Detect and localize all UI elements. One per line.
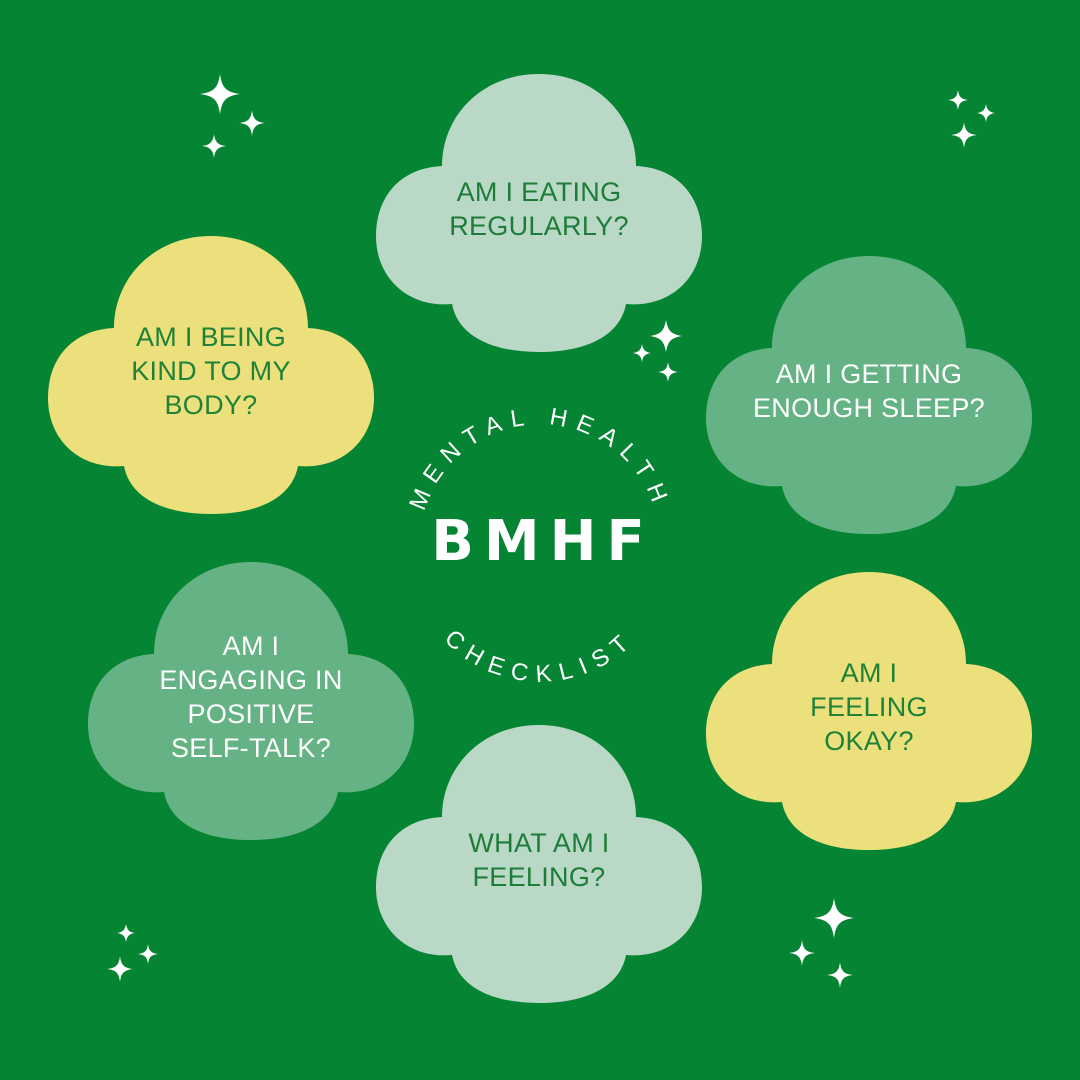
sparkle-icon xyxy=(650,320,682,352)
question-cloud-sleep: AM I GETTING ENOUGH SLEEP? xyxy=(704,246,1034,536)
sparkle-icon xyxy=(107,956,133,982)
sparkle-icon xyxy=(977,104,995,122)
question-text: WHAT AM I FEELING? xyxy=(468,828,610,892)
question-text: AM I ENGAGING IN POSITIVE SELF-TALK? xyxy=(159,631,343,763)
sparkle-icon xyxy=(789,940,815,966)
sparkle-group-bottom-right xyxy=(784,896,864,996)
sparkle-icon xyxy=(200,74,240,114)
question-text: AM I EATING REGULARLY? xyxy=(449,177,629,241)
sparkle-icon xyxy=(827,962,853,988)
sparkle-icon xyxy=(948,90,968,110)
badge-top-arc-text: MENTAL HEALTH xyxy=(404,403,676,514)
sparkle-group-top-left xyxy=(196,72,276,172)
sparkle-icon xyxy=(117,924,135,942)
sparkle-icon xyxy=(658,362,678,382)
sparkle-icon xyxy=(138,944,158,964)
sparkle-icon xyxy=(239,110,265,136)
badge-bottom-arc-text: CHECKLIST xyxy=(439,625,640,689)
question-cloud-kind: AM I BEING KIND TO MY BODY? xyxy=(46,226,376,516)
question-cloud-okay: AM I FEELING OKAY? xyxy=(704,562,1034,852)
sparkle-icon xyxy=(951,122,977,148)
sparkle-icon xyxy=(633,344,651,362)
question-cloud-feeling: WHAT AM I FEELING? xyxy=(374,715,704,1005)
checklist-badge: MENTAL HEALTH CHECKLIST BMHF xyxy=(360,360,720,720)
sparkle-group-bottom-left xyxy=(104,922,164,992)
question-text: AM I FEELING OKAY? xyxy=(810,658,928,756)
brand-logo-text: BMHF xyxy=(431,509,655,574)
question-text: AM I BEING KIND TO MY BODY? xyxy=(131,322,291,420)
sparkle-icon xyxy=(814,898,854,938)
sparkle-group-top-right xyxy=(946,88,1002,158)
sparkle-group-center xyxy=(630,318,690,388)
sparkle-icon xyxy=(202,134,226,158)
question-cloud-eating: AM I EATING REGULARLY? xyxy=(374,64,704,354)
question-cloud-selftalk: AM I ENGAGING IN POSITIVE SELF-TALK? xyxy=(86,552,416,842)
question-text: AM I GETTING ENOUGH SLEEP? xyxy=(753,359,985,423)
